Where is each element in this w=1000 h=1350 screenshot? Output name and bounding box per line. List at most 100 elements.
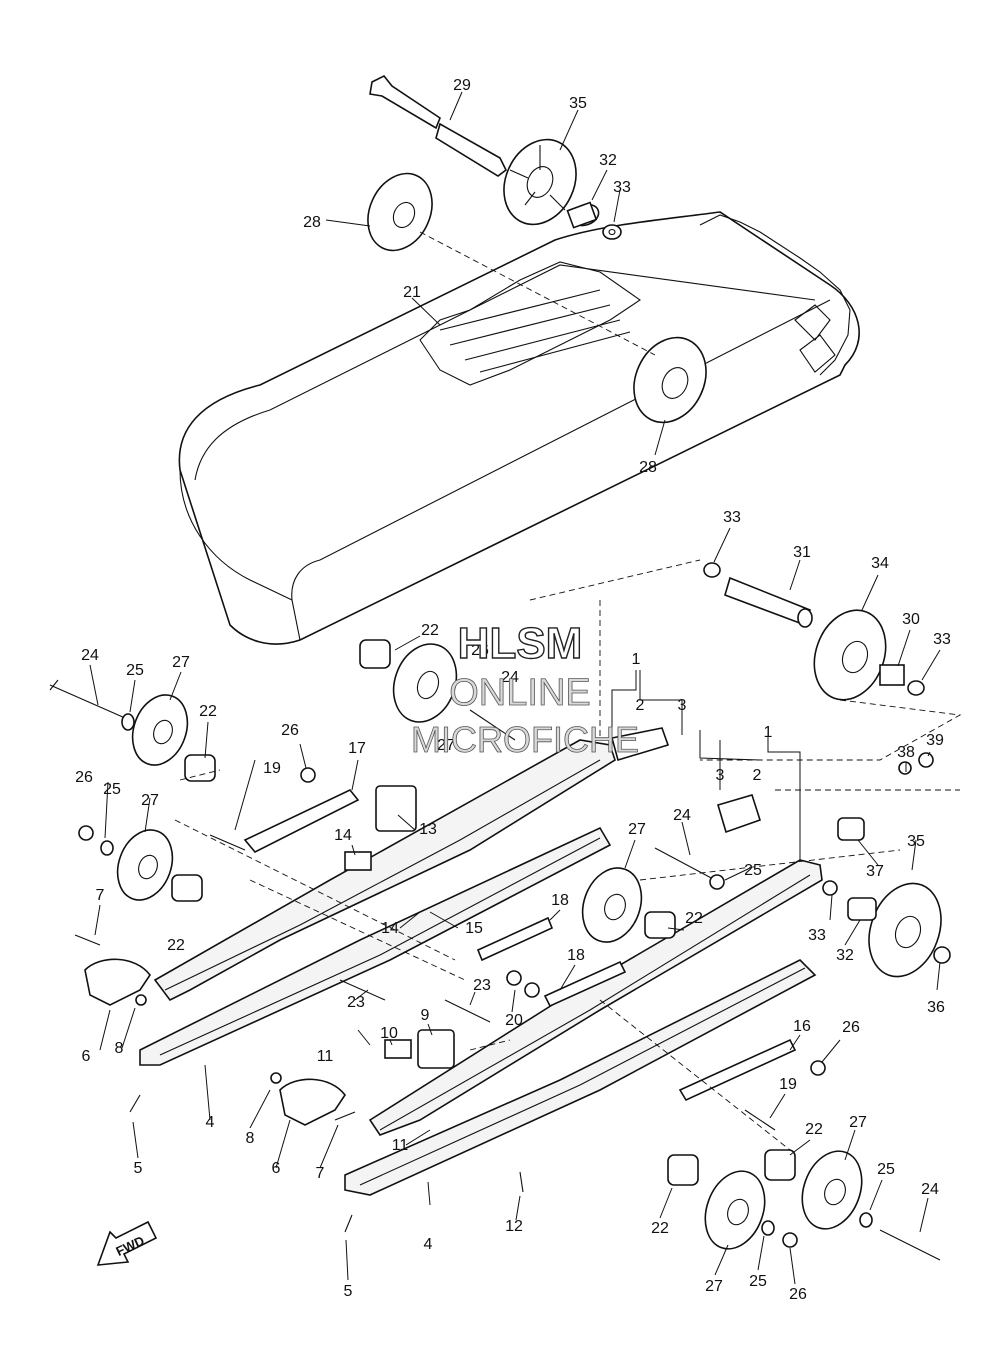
callout-11: 11 (317, 1048, 334, 1065)
wheel-27-center (392, 643, 458, 723)
callout-29: 29 (453, 77, 471, 94)
callout-35: 35 (569, 95, 587, 112)
callout-22: 22 (685, 910, 703, 927)
callout-25: 25 (749, 1273, 767, 1290)
nut-36 (933, 946, 951, 964)
callout-32: 32 (599, 152, 617, 169)
nut-26-d (810, 1060, 826, 1076)
callout-34: 34 (871, 555, 889, 572)
callout-25: 25 (103, 781, 121, 798)
callout-26: 26 (789, 1286, 807, 1303)
callout-1: 1 (764, 724, 773, 741)
washer-8-a (135, 994, 147, 1006)
callout-13: 13 (419, 821, 437, 838)
callout-20: 20 (505, 1012, 523, 1029)
bushing-37 (837, 817, 865, 841)
nut-39 (918, 752, 934, 768)
callout-17: 17 (348, 740, 366, 757)
bracket-2-left (611, 727, 670, 762)
fwd-arrow: FWD (96, 1220, 158, 1266)
bushing-22-a (359, 639, 391, 669)
callout-30: 30 (902, 611, 920, 628)
callout-25: 25 (877, 1161, 895, 1178)
callout-23: 23 (473, 977, 491, 994)
callout-19: 19 (779, 1076, 797, 1093)
callout-3: 3 (678, 697, 687, 714)
nut-26-b (300, 767, 316, 783)
callout-33: 33 (808, 927, 826, 944)
bolt-24-left (49, 679, 126, 719)
callout-6: 6 (272, 1160, 281, 1177)
nut-20-a (506, 970, 522, 986)
callout-1: 1 (632, 651, 641, 668)
bushing-22-c (171, 874, 203, 902)
top-shaft-29 (369, 74, 508, 177)
rear-axle-31 (703, 562, 813, 628)
collar-30 (879, 664, 905, 686)
wheel-28-top (367, 172, 433, 252)
callout-33: 33 (723, 509, 741, 526)
callout-28: 28 (639, 459, 657, 476)
washer-25-c (709, 874, 725, 890)
callout-18: 18 (551, 892, 569, 909)
callout-28: 28 (303, 214, 321, 231)
callout-22: 22 (421, 622, 439, 639)
nut-26-a (78, 825, 94, 841)
nut-20-b (524, 982, 540, 998)
callout-26: 26 (471, 642, 489, 659)
bolt-19-left (209, 834, 246, 851)
callout-35: 35 (907, 833, 925, 850)
callout-32: 32 (836, 947, 854, 964)
screw-5-right (344, 1214, 353, 1233)
callout-7: 7 (96, 887, 105, 904)
wheel-35-top (503, 138, 577, 226)
callout-25: 25 (126, 662, 144, 679)
callout-3: 3 (716, 767, 725, 784)
callout-27: 27 (437, 737, 455, 754)
callout-24: 24 (921, 1181, 939, 1198)
washer-25-d (859, 1212, 873, 1228)
watermark-line3: MICROFICHE (411, 719, 639, 760)
callout-25: 25 (744, 862, 762, 879)
callout-9: 9 (421, 1007, 430, 1024)
rail-left (139, 739, 616, 1066)
bolt-24-right (879, 1229, 941, 1261)
callout-2: 2 (753, 767, 762, 784)
washer-25-a (121, 713, 135, 731)
callout-23: 23 (347, 994, 365, 1011)
washer-33-right (822, 880, 838, 896)
callout-14: 14 (334, 827, 352, 844)
callout-10: 10 (380, 1025, 398, 1042)
nut-26-e (782, 1232, 798, 1248)
link-18-a (476, 916, 554, 962)
wheel-27-mid (581, 867, 643, 943)
callout-7: 7 (316, 1165, 325, 1182)
runner-6-right (279, 1078, 346, 1126)
washer-38 (898, 761, 912, 775)
pin-12 (519, 1171, 524, 1193)
bushing-22-d (644, 911, 676, 939)
callout-26: 26 (281, 722, 299, 739)
link-18-b (543, 960, 627, 1008)
slider-14 (344, 851, 372, 871)
callout-8: 8 (115, 1040, 124, 1057)
rail-right (344, 859, 823, 1196)
callout-24: 24 (81, 647, 99, 664)
callout-33: 33 (613, 179, 631, 196)
callout-37: 37 (866, 863, 884, 880)
callout-16: 16 (793, 1018, 811, 1035)
block-13 (375, 785, 417, 832)
callout-26: 26 (75, 769, 93, 786)
bushing-22-b (184, 754, 216, 782)
link-17 (243, 789, 360, 854)
runner-6-left (84, 958, 151, 1006)
screw-7-right (334, 1111, 356, 1121)
callout-14: 14 (381, 920, 399, 937)
callout-5: 5 (344, 1283, 353, 1300)
callout-24: 24 (501, 669, 519, 686)
callout-27: 27 (141, 792, 159, 809)
callout-31: 31 (793, 544, 811, 561)
bolt-23-b (339, 979, 386, 1001)
callout-24: 24 (673, 807, 691, 824)
